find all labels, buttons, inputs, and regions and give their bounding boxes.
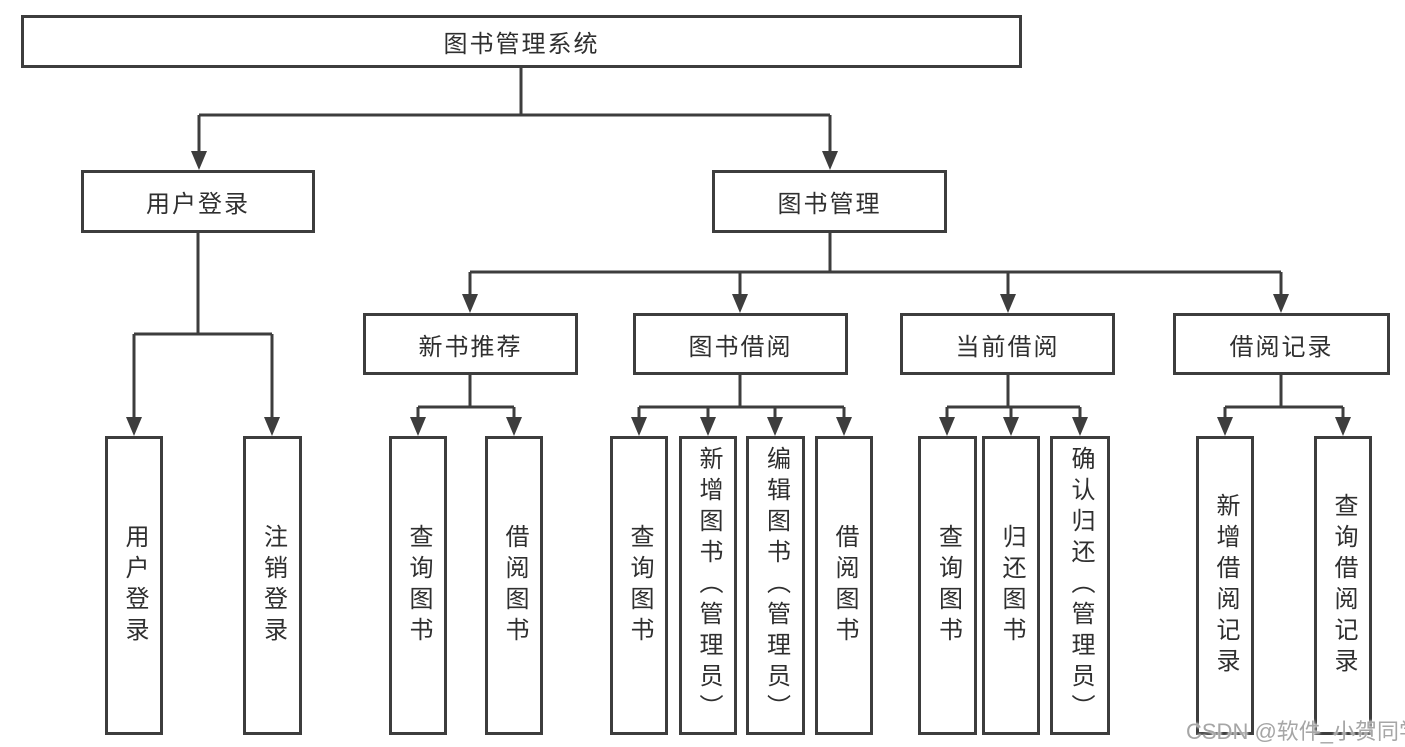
node-user-login: 用户登录 [81, 170, 315, 233]
leaf-label: 借阅图书 [501, 523, 528, 648]
leaf-query-books-recommend: 查询图书 [389, 436, 447, 735]
node-current-borrowing: 当前借阅 [900, 313, 1115, 375]
leaf-label: 借阅图书 [831, 523, 858, 648]
watermark: CSDN @软件_小贺同学 [1186, 719, 1405, 744]
node-library-system: 图书管理系统 [21, 15, 1022, 68]
leaf-label: 新增图书（管理员） [695, 446, 722, 725]
leaf-label: 新增借阅记录 [1212, 492, 1239, 679]
leaf-query-books-current: 查询图书 [918, 436, 977, 735]
leaf-label: 编辑图书（管理员） [762, 446, 790, 725]
leaf-label: 查询图书 [934, 523, 962, 648]
leaf-label: 查询借阅记录 [1330, 492, 1357, 679]
leaf-label: 查询图书 [626, 523, 653, 648]
leaf-return-books: 归还图书 [982, 436, 1040, 735]
leaf-add-borrow-record: 新增借阅记录 [1196, 436, 1254, 735]
leaf-logout: 注销登录 [243, 436, 302, 735]
node-borrowing-records: 借阅记录 [1173, 313, 1390, 375]
leaf-label: 归还图书 [998, 523, 1025, 648]
node-book-borrowing: 图书借阅 [633, 313, 848, 375]
leaf-user-login: 用户登录 [105, 436, 163, 735]
leaf-query-books-borrowing: 查询图书 [610, 436, 668, 735]
leaf-label: 用户登录 [121, 523, 148, 648]
leaf-edit-books-admin: 编辑图书（管理员） [746, 436, 805, 735]
leaf-label: 查询图书 [405, 523, 432, 648]
arrowhead-icons [126, 151, 1351, 436]
leaf-query-borrow-record: 查询借阅记录 [1314, 436, 1372, 735]
node-new-book-recommendation: 新书推荐 [363, 313, 578, 375]
connector-paths [132, 68, 1345, 418]
leaf-confirm-return-admin: 确认归还（管理员） [1050, 436, 1110, 735]
leaf-add-books-admin: 新增图书（管理员） [679, 436, 737, 735]
leaf-label: 注销登录 [259, 523, 287, 648]
node-book-management: 图书管理 [712, 170, 947, 233]
leaf-borrow-books-recommend: 借阅图书 [485, 436, 543, 735]
leaf-borrow-books: 借阅图书 [815, 436, 873, 735]
leaf-label: 确认归还（管理员） [1067, 446, 1094, 725]
